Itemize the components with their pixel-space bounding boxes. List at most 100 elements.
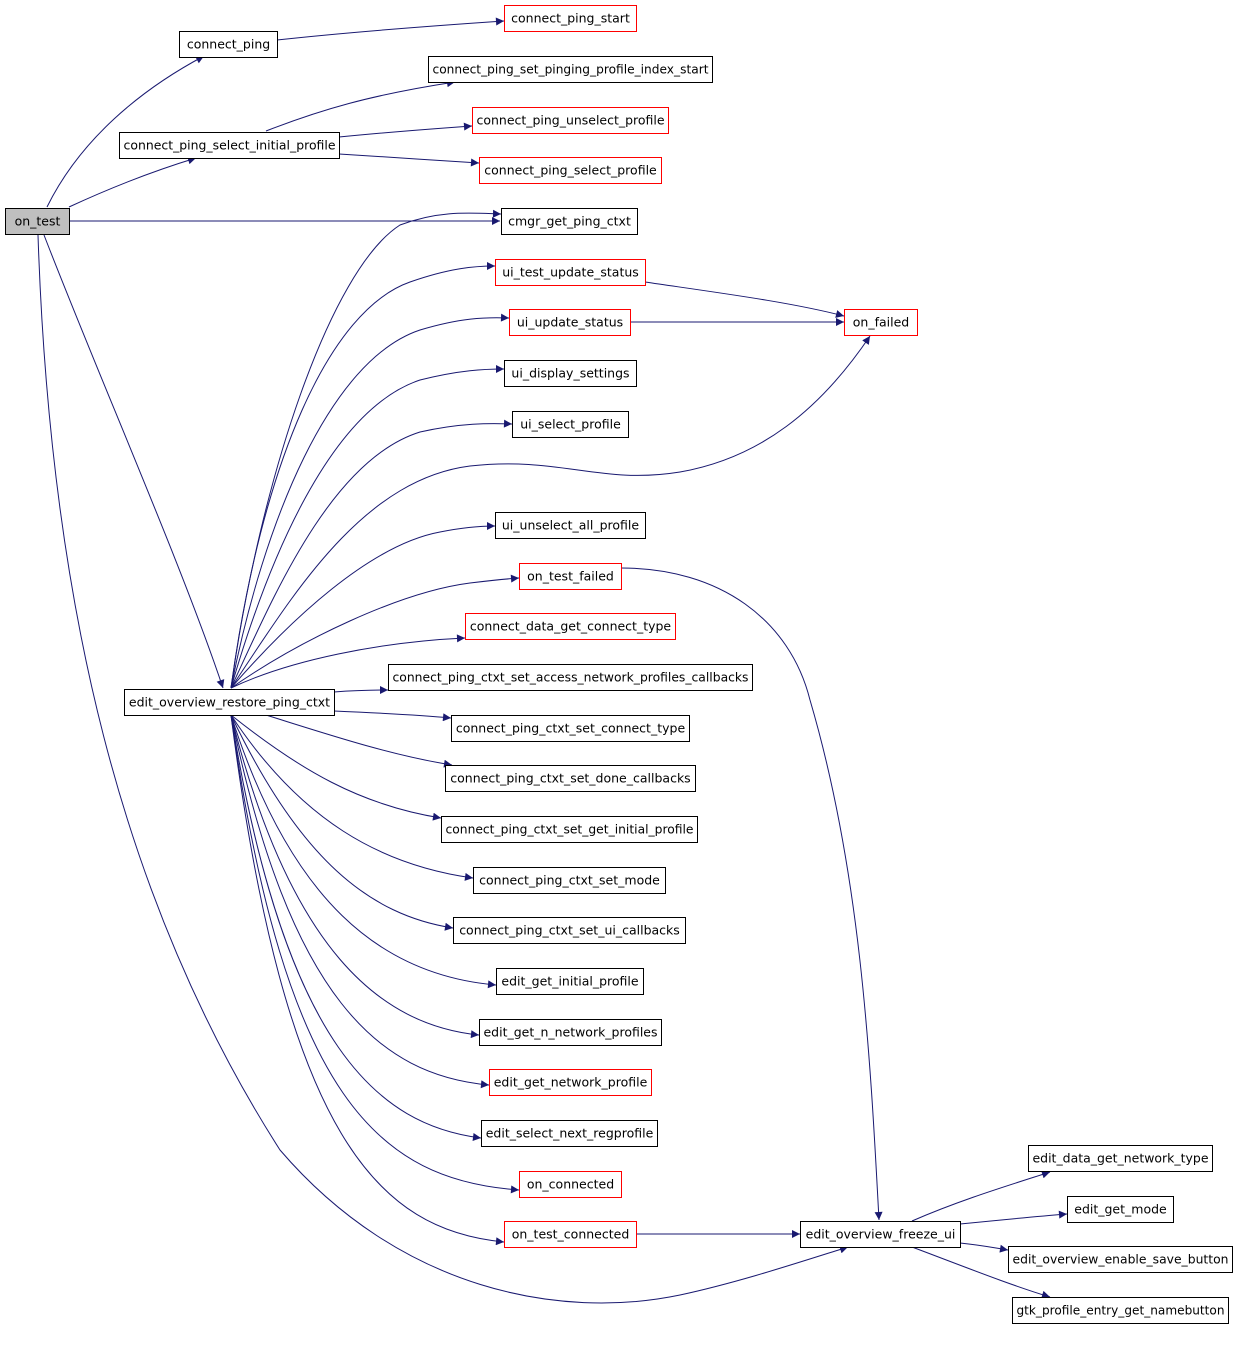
edge-edit_overview_restore_ping_ctxt-to-connect_ping_ctxt_set_mode (230, 714, 474, 881)
node-box (1012, 1297, 1229, 1324)
node-label: ui_display_settings (511, 366, 629, 381)
node-connect_ping_ctxt_set_mode[interactable]: connect_ping_ctxt_set_mode (473, 867, 666, 894)
node-label: edit_select_next_regprofile (486, 1126, 654, 1141)
edge-edit_overview_restore_ping_ctxt-to-connect_ping_ctxt_set_access_network_profiles_callbacks (333, 686, 389, 695)
edge-edit_overview_restore_ping_ctxt-to-ui_update_status (230, 313, 510, 689)
node-box (519, 1171, 622, 1198)
edge-edit_overview_restore_ping_ctxt-to-ui_unselect_all_profile (230, 522, 496, 689)
node-edit_data_get_network_type[interactable]: edit_data_get_network_type (1028, 1145, 1213, 1172)
node-on_test_failed[interactable]: on_test_failed (519, 563, 622, 590)
node-connect_ping_unselect_profile[interactable]: connect_ping_unselect_profile (472, 107, 669, 134)
node-label: connect_ping_ctxt_set_done_callbacks (450, 771, 690, 786)
node-box (800, 1221, 961, 1248)
edge-edit_overview_restore_ping_ctxt-to-ui_display_settings (230, 365, 505, 689)
node-cmgr_get_ping_ctxt[interactable]: cmgr_get_ping_ctxt (501, 208, 638, 235)
node-box (489, 1069, 652, 1096)
edge-line (230, 365, 505, 689)
node-ui_unselect_all_profile[interactable]: ui_unselect_all_profile (495, 512, 646, 539)
node-box (504, 1221, 637, 1248)
node-label: edit_overview_freeze_ui (806, 1227, 956, 1242)
node-ui_display_settings[interactable]: ui_display_settings (504, 360, 637, 387)
node-label: connect_ping_ctxt_set_connect_type (456, 721, 686, 736)
node-edit_get_network_profile[interactable]: edit_get_network_profile (489, 1069, 652, 1096)
node-connect_ping_start[interactable]: connect_ping_start (504, 5, 637, 32)
node-label: on_connected (527, 1177, 614, 1192)
edge-line (333, 710, 452, 722)
edge-edit_overview_freeze_ui-to-edit_data_get_network_type (911, 1170, 1051, 1222)
node-connect_ping[interactable]: connect_ping (179, 31, 278, 58)
node-label: connect_ping_ctxt_set_ui_callbacks (459, 923, 680, 938)
node-box (504, 5, 637, 32)
node-box (124, 689, 335, 716)
edge-edit_overview_freeze_ui-to-edit_get_mode (959, 1210, 1068, 1225)
edge-edit_overview_restore_ping_ctxt-to-connect_ping_ctxt_set_ui_callbacks (230, 714, 454, 931)
node-edit_overview_freeze_ui[interactable]: edit_overview_freeze_ui (800, 1221, 961, 1248)
node-label: connect_ping_select_initial_profile (124, 138, 336, 153)
edge-line (230, 714, 497, 989)
edge-edit_overview_restore_ping_ctxt-to-edit_get_initial_profile (230, 714, 497, 989)
node-label: edit_get_n_network_profiles (484, 1025, 658, 1040)
node-label: ui_select_profile (520, 417, 621, 432)
node-connect_data_get_connect_type[interactable]: connect_data_get_connect_type (465, 613, 676, 640)
edge-line (911, 1246, 1051, 1299)
node-box (428, 56, 713, 83)
node-edit_get_initial_profile[interactable]: edit_get_initial_profile (496, 968, 644, 995)
node-label: ui_unselect_all_profile (502, 518, 640, 533)
node-box (1067, 1196, 1174, 1223)
node-box (119, 132, 340, 159)
edge-on_test_failed-to-edit_overview_freeze_ui (620, 567, 883, 1221)
edge-line (230, 262, 496, 689)
node-gtk_profile_entry_get_namebutton[interactable]: gtk_profile_entry_get_namebutton (1012, 1297, 1229, 1324)
edge-edit_overview_freeze_ui-to-gtk_profile_entry_get_namebutton (911, 1246, 1051, 1299)
edge-line (333, 686, 389, 695)
edge-edit_overview_restore_ping_ctxt-to-ui_test_update_status (230, 262, 496, 689)
edge-line (230, 714, 480, 1039)
edge-edit_overview_restore_ping_ctxt-to-connect_data_get_connect_type (230, 634, 466, 689)
node-connect_ping_ctxt_set_ui_callbacks[interactable]: connect_ping_ctxt_set_ui_callbacks (453, 917, 686, 944)
node-box (179, 31, 278, 58)
edges-layer (37, 17, 1068, 1304)
node-edit_get_n_network_profiles[interactable]: edit_get_n_network_profiles (479, 1019, 662, 1046)
edge-line (959, 1210, 1068, 1225)
edge-edit_overview_restore_ping_ctxt-to-on_connected (230, 714, 520, 1194)
edge-line (276, 17, 505, 41)
node-box (473, 867, 666, 894)
node-edit_select_next_regprofile[interactable]: edit_select_next_regprofile (481, 1120, 658, 1147)
node-on_test_connected[interactable]: on_test_connected (504, 1221, 637, 1248)
node-connect_ping_ctxt_set_access_network_profiles_callbacks[interactable]: connect_ping_ctxt_set_access_network_pro… (388, 664, 753, 691)
node-connect_ping_ctxt_set_done_callbacks[interactable]: connect_ping_ctxt_set_done_callbacks (445, 765, 696, 792)
node-connect_ping_ctxt_set_connect_type[interactable]: connect_ping_ctxt_set_connect_type (451, 715, 690, 742)
edge-edit_overview_restore_ping_ctxt-to-connect_ping_ctxt_set_done_callbacks (265, 714, 453, 768)
node-on_failed[interactable]: on_failed (844, 309, 918, 336)
edge-connect_ping_select_initial_profile-to-connect_ping_unselect_profile (338, 122, 473, 138)
node-label: edit_get_mode (1074, 1202, 1167, 1217)
node-label: connect_ping_select_profile (484, 163, 657, 178)
edge-edit_overview_restore_ping_ctxt-to-connect_ping_ctxt_set_get_initial_profile (230, 714, 442, 821)
node-label: on_test (15, 214, 61, 229)
node-label: connect_ping_set_pinging_profile_index_s… (433, 62, 709, 77)
edge-on_test-to-connect_ping_select_initial_profile (68, 156, 197, 208)
node-box (479, 157, 662, 184)
node-connect_ping_select_initial_profile[interactable]: connect_ping_select_initial_profile (119, 132, 340, 159)
node-on_connected[interactable]: on_connected (519, 1171, 622, 1198)
edge-connect_ping_select_initial_profile-to-connect_ping_set_pinging_profile_index_start (265, 79, 456, 132)
edge-line (46, 55, 205, 208)
node-connect_ping_ctxt_set_get_initial_profile[interactable]: connect_ping_ctxt_set_get_initial_profil… (441, 816, 698, 843)
node-edit_overview_restore_ping_ctxt[interactable]: edit_overview_restore_ping_ctxt (124, 689, 335, 716)
edge-connect_ping_select_initial_profile-to-connect_ping_select_profile (338, 153, 480, 167)
node-box (1028, 1145, 1213, 1172)
node-connect_ping_set_pinging_profile_index_start[interactable]: connect_ping_set_pinging_profile_index_s… (428, 56, 713, 83)
edge-line (230, 714, 490, 1089)
edge-line (230, 714, 474, 881)
node-ui_select_profile[interactable]: ui_select_profile (512, 411, 629, 438)
node-ui_update_status[interactable]: ui_update_status (509, 309, 631, 336)
edge-line (230, 335, 871, 689)
edge-edit_overview_restore_ping_ctxt-to-connect_ping_ctxt_set_connect_type (333, 710, 452, 722)
edge-line (230, 419, 513, 689)
node-edit_overview_enable_save_button[interactable]: edit_overview_enable_save_button (1008, 1246, 1233, 1273)
node-edit_get_mode[interactable]: edit_get_mode (1067, 1196, 1174, 1223)
node-ui_test_update_status[interactable]: ui_test_update_status (495, 259, 646, 286)
node-connect_ping_select_profile[interactable]: connect_ping_select_profile (479, 157, 662, 184)
edge-edit_overview_restore_ping_ctxt-to-on_failed (230, 335, 871, 689)
edge-line (959, 1242, 1009, 1253)
